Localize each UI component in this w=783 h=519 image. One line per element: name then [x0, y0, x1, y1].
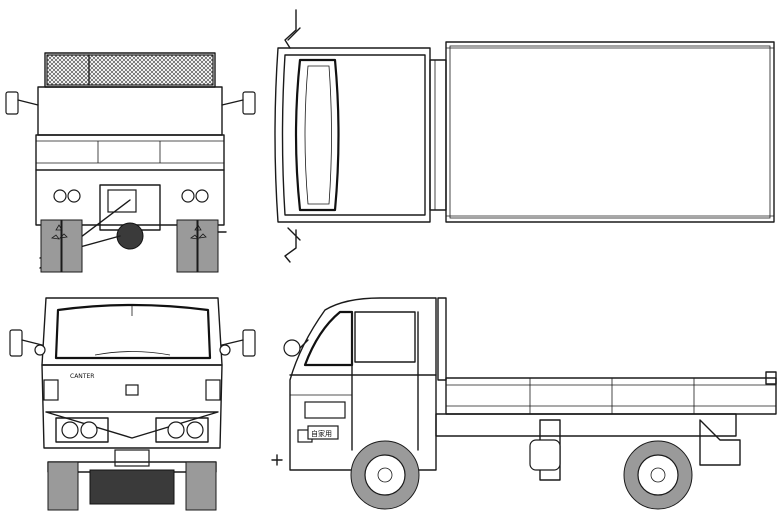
front-badge: CANTER	[70, 373, 94, 380]
headlamp-4	[186, 421, 204, 439]
top-view	[274, 9, 775, 263]
rear-tyre-3	[176, 219, 198, 273]
front-view: CANTER	[9, 297, 256, 511]
front-right-mirror	[242, 329, 256, 357]
rear-right-mirror	[242, 91, 256, 115]
spare-tyre-holder	[529, 439, 561, 471]
door-plate-text: 自家用	[311, 429, 332, 438]
front-tyre-left	[47, 461, 79, 511]
side-cargo-bed	[445, 377, 777, 415]
top-windscreen	[294, 58, 340, 212]
rear-lamp-left-1	[53, 189, 67, 203]
side-view: 自家用	[271, 297, 777, 510]
side-mirror	[283, 339, 301, 357]
headlamp-3	[167, 421, 185, 439]
front-plate	[114, 449, 150, 467]
front-emblem	[125, 384, 139, 396]
rear-tyre-1	[40, 219, 62, 273]
rear-roof-mesh-left	[46, 54, 90, 86]
rear-view	[5, 52, 256, 273]
rear-differential	[116, 222, 144, 250]
front-left-mirror	[9, 329, 23, 357]
rear-lamp-right-2	[195, 189, 209, 203]
rear-lamp-right-1	[181, 189, 195, 203]
front-tyre-right	[185, 461, 217, 511]
top-cargo-bed	[445, 41, 775, 223]
front-indicator-right	[205, 379, 221, 401]
rear-tyre-2	[61, 219, 83, 273]
front-windscreen	[54, 303, 212, 360]
side-door-window	[354, 311, 416, 363]
door-plate	[307, 425, 339, 440]
side-windscreen	[303, 310, 354, 367]
front-indicator-left	[43, 379, 59, 401]
rear-left-mirror	[5, 91, 19, 115]
rear-plate	[107, 189, 137, 213]
rear-tyre-4	[197, 219, 219, 273]
rear-lamp-left-2	[67, 189, 81, 203]
headlamp-1	[61, 421, 79, 439]
rear-roof-mesh-right	[88, 54, 214, 86]
side-cab	[289, 297, 437, 471]
headlamp-2	[80, 421, 98, 439]
